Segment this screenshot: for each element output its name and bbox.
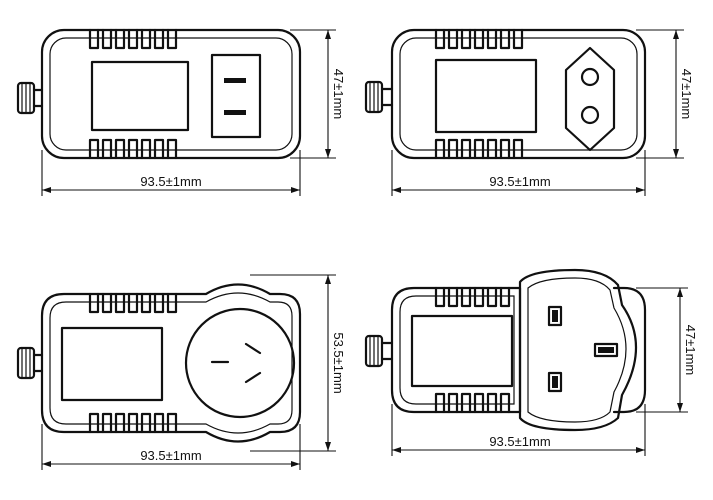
uk-vent-slots-bottom <box>434 392 511 414</box>
au-pin-slot-top <box>244 342 262 355</box>
eu-body <box>390 28 647 160</box>
uk-height-label: 47±1mm <box>683 325 698 375</box>
uk-pin-slot-top <box>547 305 563 327</box>
uk-width-label: 93.5±1mm <box>489 434 550 449</box>
uk-label-window <box>410 314 514 388</box>
au-body <box>40 283 302 443</box>
adapter-au: 93.5±1mm 53.5±1mm <box>16 274 346 470</box>
au-width-dimension <box>41 424 301 470</box>
us-vent-slots-top <box>88 28 178 50</box>
au-vent-slots-top <box>88 292 178 314</box>
us-width-label: 93.5±1mm <box>140 174 201 189</box>
eu-vent-slots-bottom <box>434 138 524 160</box>
uk-width-dimension <box>391 404 646 456</box>
au-width-label: 93.5±1mm <box>140 448 201 463</box>
uk-pin-slot-earth <box>593 342 619 358</box>
us-body <box>40 28 302 160</box>
us-pin-slot-bottom <box>224 110 246 115</box>
eu-height-label: 47±1mm <box>679 69 694 119</box>
eu-width-label: 93.5±1mm <box>489 174 550 189</box>
au-cord-strain-relief <box>16 346 44 380</box>
us-vent-slots-bottom <box>88 138 178 160</box>
us-cord-strain-relief <box>16 81 44 115</box>
au-vent-slots-bottom <box>88 412 178 434</box>
au-pin-slot-bottom <box>244 371 262 384</box>
us-height-label: 47±1mm <box>331 69 346 119</box>
uk-cord-strain-relief <box>364 334 394 368</box>
uk-pin-slot-bottom <box>547 371 563 393</box>
uk-socket <box>518 268 637 432</box>
au-label-window <box>60 326 164 402</box>
uk-vent-slots-top <box>434 286 511 308</box>
eu-height-dimension <box>636 29 684 159</box>
au-height-label: 53.5±1mm <box>331 332 346 393</box>
au-socket <box>184 307 296 419</box>
us-pin-slot-top <box>224 78 246 83</box>
us-height-dimension <box>290 29 336 159</box>
uk-body <box>390 286 647 414</box>
us-socket <box>210 53 262 139</box>
eu-socket <box>564 46 616 152</box>
eu-label-window <box>434 58 538 134</box>
eu-cord-strain-relief <box>364 80 394 114</box>
us-label-window <box>90 60 190 132</box>
au-height-dimension <box>250 274 336 452</box>
eu-vent-slots-top <box>434 28 524 50</box>
uk-height-dimension <box>636 287 688 413</box>
adapter-us: 93.5±1mm 47±1mm <box>16 28 346 196</box>
adapter-uk: 93.5±1mm 47±1mm <box>364 268 698 456</box>
adapter-eu: 93.5±1mm 47±1mm <box>364 28 694 196</box>
